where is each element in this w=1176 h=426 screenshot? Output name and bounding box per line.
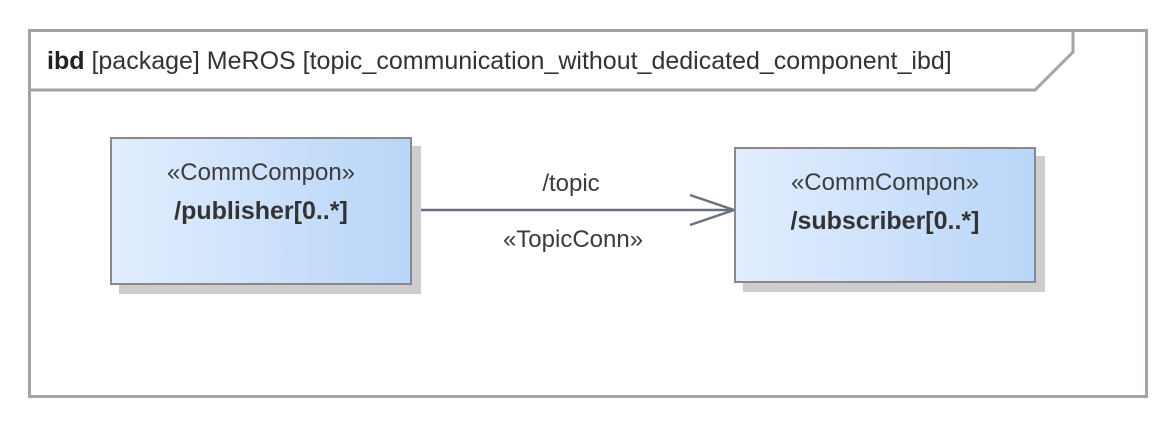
publisher-stereotype: «CommCompon» <box>166 159 356 186</box>
connector-stereotype: «TopicConn» <box>502 226 644 253</box>
frame-kind: ibd <box>47 47 85 75</box>
subscriber-stereotype: «CommCompon» <box>790 169 980 196</box>
publisher-block[interactable]: «CommCompon» /publisher[0..*] <box>110 137 412 285</box>
subscriber-block[interactable]: «CommCompon» /subscriber[0..*] <box>734 147 1036 283</box>
frame-name-tab <box>31 32 1075 92</box>
frame-title: [package] MeROS [topic_communication_wit… <box>91 47 952 75</box>
publisher-name: /publisher[0..*] <box>174 197 348 225</box>
connector-name: /topic <box>542 170 600 197</box>
subscriber-name: /subscriber[0..*] <box>790 207 980 235</box>
frame-header: ibd [package] MeROS [topic_communication… <box>31 32 952 90</box>
